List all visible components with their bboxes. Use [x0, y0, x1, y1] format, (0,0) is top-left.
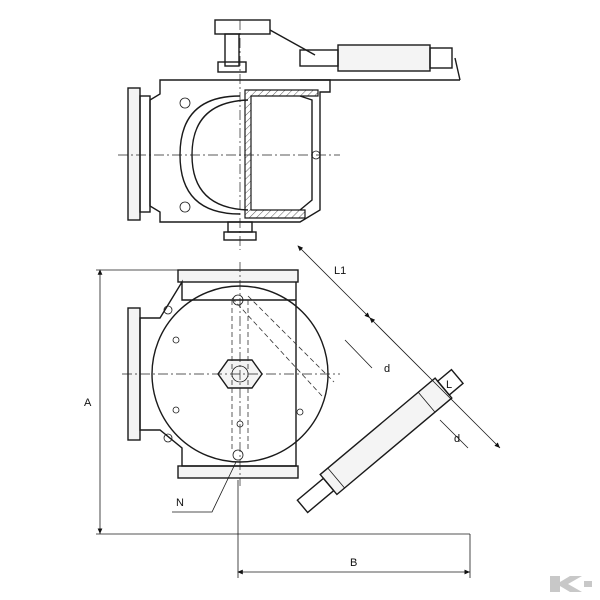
front-bolt-5 [296, 408, 304, 416]
dim-line-l [369, 317, 501, 449]
front-cylinder [296, 368, 465, 514]
front-hidden-lines [231, 295, 335, 452]
front-bolt-3 [172, 336, 180, 344]
label-l: L [446, 379, 452, 391]
label-b: B [350, 557, 357, 569]
front-pivot-bottom [232, 449, 244, 461]
top-cylinder-rod [299, 49, 339, 67]
top-lever [269, 29, 316, 56]
front-bolt-1 [163, 305, 173, 315]
brand-logo-icon [550, 576, 592, 592]
top-housing-wall [299, 95, 313, 211]
label-a: A [84, 397, 92, 409]
dim-line-d-lower [439, 419, 469, 449]
front-body-outline [139, 279, 297, 467]
top-bottom-nut [223, 231, 257, 241]
top-view [118, 19, 461, 250]
top-nut [217, 61, 247, 73]
top-housing-section [244, 89, 319, 219]
top-cylinder-end [429, 47, 453, 69]
top-bracket [214, 19, 271, 35]
top-body-outline [149, 79, 331, 223]
top-flange-neck [139, 95, 151, 213]
label-n: N [176, 497, 184, 509]
front-top-flange [177, 269, 299, 283]
front-bolt-6 [236, 420, 244, 428]
front-view [96, 245, 501, 578]
front-bolt-2 [163, 433, 173, 443]
leader-n [172, 461, 237, 513]
top-cylinder [337, 44, 431, 72]
dim-line-l1 [297, 245, 371, 319]
label-l1: L1 [334, 265, 346, 277]
top-plate-tail [454, 57, 461, 81]
dim-line-d-upper [344, 339, 373, 369]
front-bottom-flange [177, 465, 299, 479]
front-bolt-4 [172, 406, 180, 414]
top-shaft [224, 33, 240, 67]
label-d-lower: d [454, 433, 460, 445]
label-d-upper: d [384, 363, 390, 375]
top-bolt-1 [179, 97, 191, 109]
top-bolt-3 [311, 150, 321, 160]
top-left-flange [127, 87, 141, 221]
top-bolt-2 [179, 201, 191, 213]
